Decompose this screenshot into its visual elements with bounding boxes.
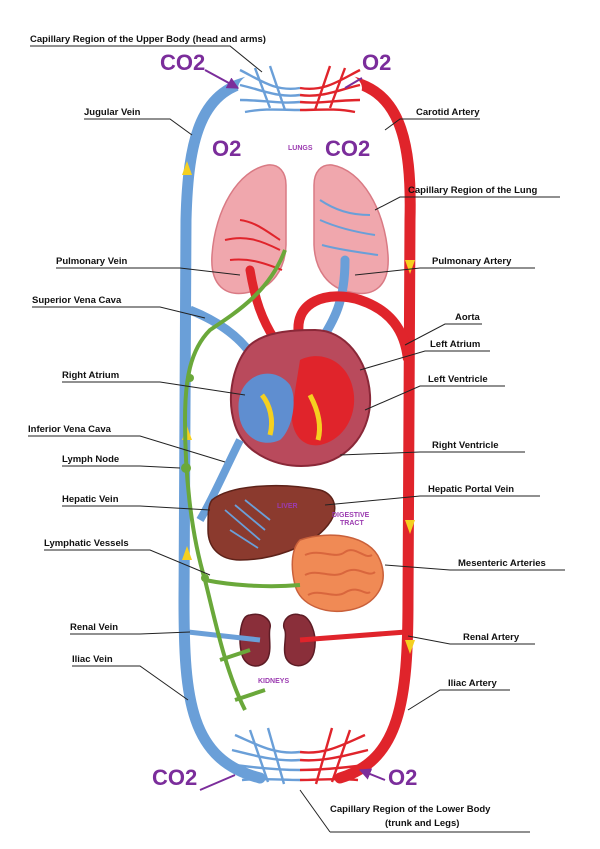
gas-co2-top-left: CO2 xyxy=(160,50,205,75)
venous-loop xyxy=(178,74,266,784)
leader-line xyxy=(62,505,211,511)
label-capillary-lower-1: Capillary Region of the Lower Body xyxy=(330,804,491,815)
arrow-icon xyxy=(344,77,363,89)
organ-label-lungs: LUNGS xyxy=(288,145,313,152)
leader-line xyxy=(354,267,535,276)
leader-line xyxy=(299,789,331,833)
organ-label-tract: TRACT xyxy=(340,520,364,527)
leader-line xyxy=(56,267,241,276)
label-right-ventricle: Right Ventricle xyxy=(432,440,499,451)
label-carotid-artery: Carotid Artery xyxy=(416,107,480,118)
leader-line xyxy=(404,323,482,346)
lymph-node xyxy=(186,374,194,382)
lungs xyxy=(211,164,389,295)
arrow-icon xyxy=(199,774,236,791)
leader-line xyxy=(84,118,193,136)
lymph-node xyxy=(201,574,209,582)
label-superior-vena-cava: Superior Vena Cava xyxy=(32,295,122,306)
leader-line xyxy=(384,118,480,131)
leader-line xyxy=(44,549,211,576)
aortic-arch xyxy=(293,291,413,361)
label-renal-vein: Renal Vein xyxy=(70,622,118,633)
intestines xyxy=(291,534,384,612)
label-left-ventricle: Left Ventricle xyxy=(428,374,488,385)
leader-line xyxy=(364,385,505,411)
leader-line xyxy=(30,45,263,73)
label-pulmonary-artery: Pulmonary Artery xyxy=(432,256,512,267)
label-iliac-artery: Iliac Artery xyxy=(448,678,497,689)
leader-line xyxy=(359,350,490,371)
label-capillary-upper: Capillary Region of the Upper Body (head… xyxy=(30,34,266,45)
leader-line xyxy=(324,495,540,506)
gas-co2-lung: CO2 xyxy=(325,136,370,161)
label-pulmonary-vein: Pulmonary Vein xyxy=(56,256,127,267)
label-hepatic-vein: Hepatic Vein xyxy=(62,494,119,505)
organ-label-digestive: DIGESTIVE xyxy=(332,512,370,519)
lymphatic-system xyxy=(182,249,301,711)
arrow-icon xyxy=(204,69,240,89)
label-iliac-vein: Iliac Vein xyxy=(72,654,113,665)
label-aorta: Aorta xyxy=(455,312,481,323)
organ-label-kidneys: KIDNEYS xyxy=(258,678,289,685)
gas-o2-lung: O2 xyxy=(212,136,241,161)
label-capillary-lung: Capillary Region of the Lung xyxy=(408,185,538,196)
label-hepatic-portal-vein: Hepatic Portal Vein xyxy=(428,484,514,495)
leader-line xyxy=(70,631,191,635)
kidneys xyxy=(187,613,407,667)
leader-line xyxy=(384,564,565,571)
lymph-node xyxy=(181,463,191,473)
leader-line xyxy=(339,451,525,456)
label-left-atrium: Left Atrium xyxy=(430,339,480,350)
leader-line xyxy=(407,635,535,645)
label-inferior-vena-cava: Inferior Vena Cava xyxy=(28,424,112,435)
leader-line xyxy=(374,196,560,211)
leader-line xyxy=(72,665,189,701)
leader-line xyxy=(62,381,246,396)
gas-o2-top-right: O2 xyxy=(362,50,391,75)
inferior-vena-cava xyxy=(196,438,244,523)
leader-line xyxy=(28,435,226,463)
label-right-atrium: Right Atrium xyxy=(62,370,119,381)
label-renal-artery: Renal Artery xyxy=(463,632,520,643)
arrow-icon xyxy=(358,768,386,781)
leader-line xyxy=(32,306,206,319)
organ-label-liver: LIVER xyxy=(277,503,298,510)
arterial-loop xyxy=(334,74,416,784)
label-lymph-node: Lymph Node xyxy=(62,454,119,465)
gas-co2-bottom-left: CO2 xyxy=(152,765,197,790)
label-mesenteric-arteries: Mesenteric Arteries xyxy=(458,558,546,569)
label-lymphatic-vessels: Lymphatic Vessels xyxy=(44,538,129,549)
gas-o2-bottom-right: O2 xyxy=(388,765,417,790)
lower-capillary-bed xyxy=(231,727,369,785)
label-jugular-vein: Jugular Vein xyxy=(84,107,141,118)
heart xyxy=(229,328,372,467)
leader-line xyxy=(407,689,510,711)
label-capillary-lower-2: (trunk and Legs) xyxy=(385,818,459,829)
leader-line xyxy=(62,465,181,469)
upper-capillary-bed xyxy=(238,64,362,114)
